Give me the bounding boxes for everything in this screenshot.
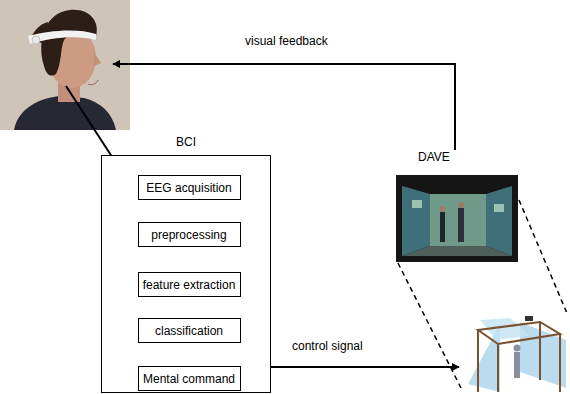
annotation-label: DAVE xyxy=(418,150,450,164)
process-box: Mental command xyxy=(138,366,241,391)
box-label: preprocessing xyxy=(151,228,226,242)
cave-schematic xyxy=(463,312,570,394)
annotation-label: visual feedback xyxy=(245,34,328,48)
process-box: feature extraction xyxy=(138,272,241,297)
zoom-line xyxy=(519,200,569,318)
control-arrow xyxy=(271,366,459,368)
process-box: EEG acquisition xyxy=(138,175,241,200)
group-box: BCIEEG acquisitionpreprocessingfeature e… xyxy=(101,155,271,393)
box-label: feature extraction xyxy=(143,278,236,292)
group-title: BCI xyxy=(102,135,270,149)
box-label: Mental command xyxy=(143,372,235,386)
annotation-label: control signal xyxy=(292,339,363,353)
process-box: preprocessing xyxy=(138,222,241,247)
box-label: EEG acquisition xyxy=(146,181,231,195)
feedback-arrow xyxy=(113,64,455,150)
person-photo xyxy=(0,0,130,130)
process-box: classification xyxy=(138,318,241,343)
dave-photo xyxy=(396,175,518,262)
box-label: classification xyxy=(155,324,223,338)
zoom-line xyxy=(398,263,462,390)
